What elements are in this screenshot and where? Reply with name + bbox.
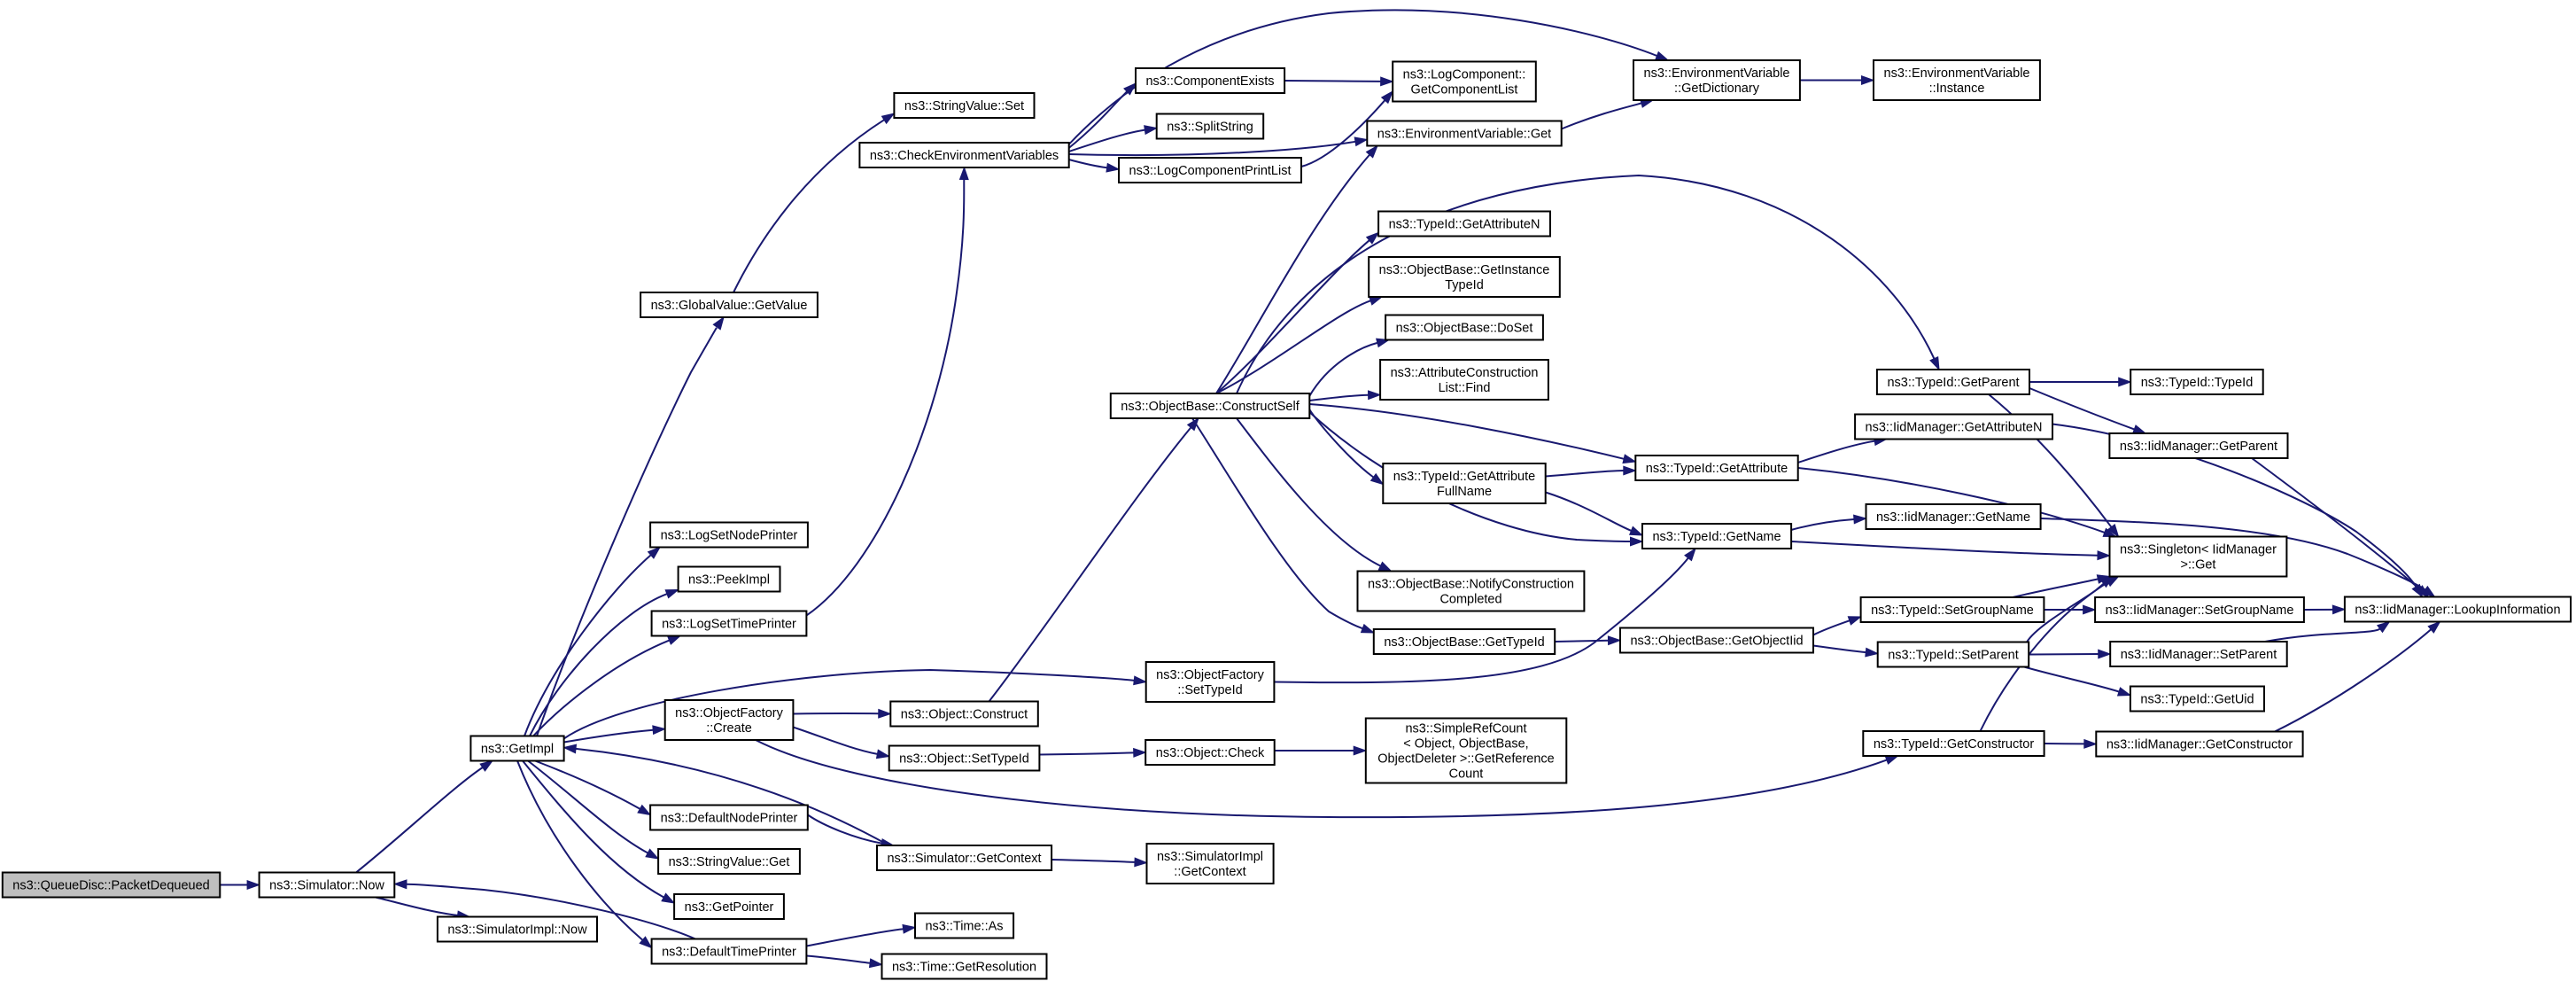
svg-text:ns3::ObjectFactory: ns3::ObjectFactory	[1156, 668, 1264, 682]
svg-text:ns3::IidManager::SetParent: ns3::IidManager::SetParent	[2121, 648, 2277, 662]
svg-text:::GetContext: ::GetContext	[1174, 865, 1245, 879]
svg-text:ns3::TypeId::SetParent: ns3::TypeId::SetParent	[1888, 649, 2019, 663]
svg-text:ns3::IidManager::SetGroupName: ns3::IidManager::SetGroupName	[2106, 604, 2294, 618]
svg-text:ns3::ObjectBase::ConstructSelf: ns3::ObjectBase::ConstructSelf	[1121, 400, 1300, 414]
svg-text:ns3::Object::Construct: ns3::Object::Construct	[901, 708, 1028, 722]
svg-text:ns3::Object::SetTypeId: ns3::Object::SetTypeId	[899, 752, 1029, 767]
svg-text:ns3::StringValue::Set: ns3::StringValue::Set	[904, 99, 1024, 113]
svg-text:ns3::StringValue::Get: ns3::StringValue::Get	[669, 855, 790, 869]
svg-text:ns3::TypeId::GetAttribute: ns3::TypeId::GetAttribute	[1646, 462, 1788, 476]
svg-text:ns3::AttributeConstruction: ns3::AttributeConstruction	[1391, 366, 1539, 380]
svg-text:ns3::TypeId::GetAttributeN: ns3::TypeId::GetAttributeN	[1389, 218, 1540, 232]
svg-text:ns3::TypeId::GetUid: ns3::TypeId::GetUid	[2140, 693, 2254, 707]
svg-text:ns3::LogSetNodePrinter: ns3::LogSetNodePrinter	[661, 529, 798, 543]
svg-text:ns3::IidManager::LookupInforma: ns3::IidManager::LookupInformation	[2355, 604, 2560, 618]
svg-text:ns3::SimulatorImpl: ns3::SimulatorImpl	[1157, 850, 1263, 864]
svg-text:ns3::ObjectBase::GetTypeId: ns3::ObjectBase::GetTypeId	[1384, 635, 1544, 650]
svg-text:ns3::Time::As: ns3::Time::As	[925, 920, 1003, 934]
svg-text:< Object, ObjectBase,: < Object, ObjectBase,	[1403, 737, 1528, 751]
svg-text:ns3::ObjectBase::GetInstance: ns3::ObjectBase::GetInstance	[1379, 263, 1550, 277]
svg-text:ns3::EnvironmentVariable: ns3::EnvironmentVariable	[1884, 66, 2030, 81]
svg-text:ns3::IidManager::GetConstructo: ns3::IidManager::GetConstructor	[2107, 738, 2293, 752]
svg-text:ns3::SimpleRefCount: ns3::SimpleRefCount	[1405, 722, 1526, 736]
svg-text:ns3::SimulatorImpl::Now: ns3::SimulatorImpl::Now	[447, 923, 587, 938]
svg-text:ns3::ObjectBase::NotifyConstru: ns3::ObjectBase::NotifyConstruction	[1368, 578, 1574, 592]
svg-text:ns3::IidManager::GetParent: ns3::IidManager::GetParent	[2120, 440, 2277, 454]
svg-text:::SetTypeId: ::SetTypeId	[1177, 683, 1242, 697]
svg-text:ns3::Simulator::GetContext: ns3::Simulator::GetContext	[887, 852, 1041, 866]
svg-text:ns3::EnvironmentVariable::Get: ns3::EnvironmentVariable::Get	[1377, 128, 1551, 142]
svg-text:ns3::GlobalValue::GetValue: ns3::GlobalValue::GetValue	[651, 299, 808, 313]
svg-text:ns3::ObjectBase::GetObjectIid: ns3::ObjectBase::GetObjectIid	[1630, 635, 1803, 649]
svg-text:ns3::Singleton< IidManager: ns3::Singleton< IidManager	[2120, 543, 2277, 557]
svg-text:ns3::Simulator::Now: ns3::Simulator::Now	[269, 879, 384, 893]
svg-text:FullName: FullName	[1437, 485, 1492, 499]
svg-text:TypeId: TypeId	[1445, 278, 1484, 292]
svg-text:ns3::TypeId::GetConstructor: ns3::TypeId::GetConstructor	[1874, 737, 2035, 751]
svg-text:ns3::PeekImpl: ns3::PeekImpl	[688, 573, 770, 588]
svg-text:Count: Count	[1449, 767, 1484, 782]
svg-text:ns3::TypeId::TypeId: ns3::TypeId::TypeId	[2141, 376, 2254, 390]
svg-text:ns3::SplitString: ns3::SplitString	[1167, 121, 1253, 135]
svg-text:ns3::QueueDisc::PacketDequeued: ns3::QueueDisc::PacketDequeued	[12, 879, 209, 893]
svg-text:::Instance: ::Instance	[1929, 82, 1985, 96]
svg-text:ns3::GetImpl: ns3::GetImpl	[481, 743, 554, 757]
svg-text:ns3::LogComponent::: ns3::LogComponent::	[1403, 68, 1526, 82]
svg-text:ns3::LogSetTimePrinter: ns3::LogSetTimePrinter	[662, 618, 796, 632]
svg-text:ns3::ComponentExists: ns3::ComponentExists	[1145, 74, 1274, 89]
svg-text:Completed: Completed	[1439, 593, 1501, 607]
svg-text:ns3::TypeId::GetParent: ns3::TypeId::GetParent	[1887, 376, 2019, 390]
svg-text:GetComponentList: GetComponentList	[1411, 83, 1518, 97]
svg-text:ns3::CheckEnvironmentVariables: ns3::CheckEnvironmentVariables	[870, 149, 1059, 163]
svg-text:ns3::DefaultTimePrinter: ns3::DefaultTimePrinter	[662, 946, 796, 960]
svg-text:>::Get: >::Get	[2181, 558, 2216, 572]
svg-text:ns3::ObjectFactory: ns3::ObjectFactory	[675, 706, 783, 720]
svg-text:ns3::Time::GetResolution: ns3::Time::GetResolution	[892, 961, 1036, 975]
svg-text:ns3::LogComponentPrintList: ns3::LogComponentPrintList	[1129, 164, 1292, 178]
svg-text:ns3::TypeId::GetAttribute: ns3::TypeId::GetAttribute	[1393, 470, 1535, 484]
svg-text:ns3::IidManager::GetName: ns3::IidManager::GetName	[1876, 510, 2030, 525]
svg-text:ns3::EnvironmentVariable: ns3::EnvironmentVariable	[1644, 66, 1790, 81]
svg-text:ns3::GetPointer: ns3::GetPointer	[685, 900, 774, 915]
svg-text:::Create: ::Create	[706, 721, 752, 736]
svg-text:ns3::DefaultNodePrinter: ns3::DefaultNodePrinter	[661, 812, 798, 826]
svg-text:::GetDictionary: ::GetDictionary	[1674, 82, 1760, 96]
svg-text:ns3::IidManager::GetAttributeN: ns3::IidManager::GetAttributeN	[1866, 421, 2043, 435]
svg-text:ns3::TypeId::GetName: ns3::TypeId::GetName	[1652, 530, 1781, 544]
svg-text:ObjectDeleter >::GetReference: ObjectDeleter >::GetReference	[1377, 752, 1554, 767]
svg-text:ns3::TypeId::SetGroupName: ns3::TypeId::SetGroupName	[1871, 604, 2034, 618]
svg-text:ns3::ObjectBase::DoSet: ns3::ObjectBase::DoSet	[1396, 322, 1533, 336]
svg-text:List::Find: List::Find	[1439, 381, 1491, 395]
svg-text:ns3::Object::Check: ns3::Object::Check	[1156, 746, 1265, 760]
